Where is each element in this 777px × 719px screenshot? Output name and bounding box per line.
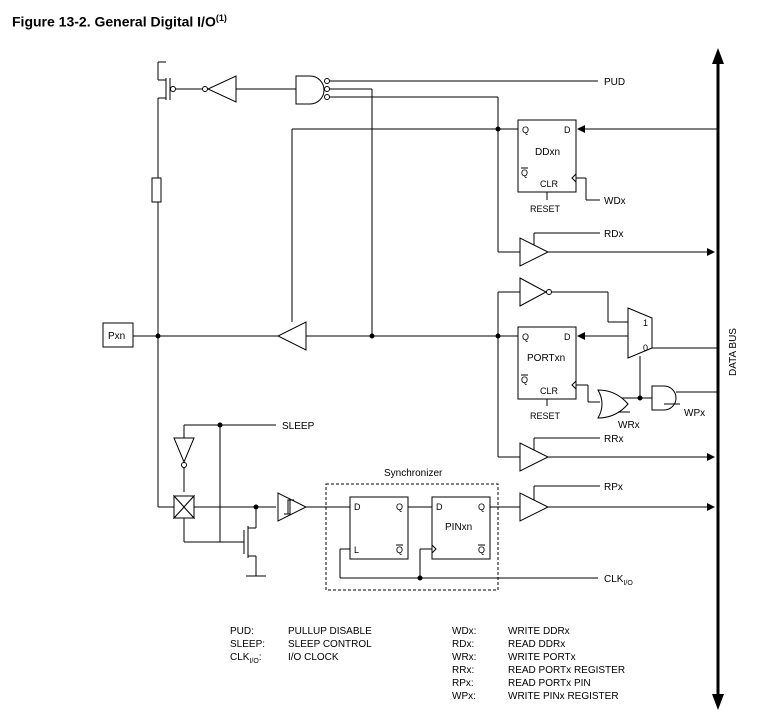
svg-text:WPx:: WPx: xyxy=(452,691,476,702)
schmitt-trigger-buffer xyxy=(277,492,308,522)
svg-text:RESET: RESET xyxy=(530,411,561,421)
pin-label: Pxn xyxy=(108,331,125,342)
svg-text:CLR: CLR xyxy=(540,386,559,396)
svg-text:Q: Q xyxy=(521,168,528,178)
sync-latch: D Q L Q xyxy=(349,496,409,560)
pullup-and-gate xyxy=(295,75,330,105)
svg-text:SLEEP CONTROL: SLEEP CONTROL xyxy=(288,639,372,650)
wpx-label: WPx xyxy=(684,408,705,419)
pullup-resistor xyxy=(151,177,162,203)
wdx-label: WDx xyxy=(604,196,626,207)
pullup-inverter xyxy=(202,75,237,103)
svg-text:PUD:: PUD: xyxy=(230,626,254,637)
svg-text:D: D xyxy=(564,125,571,135)
figure-title: Figure 13-2. General Digital I/O(1) xyxy=(12,13,227,30)
synchronizer-label: Synchronizer xyxy=(384,468,443,479)
svg-text:CLKI/O:: CLKI/O: xyxy=(230,652,262,665)
portxn-label: PORTxn xyxy=(527,353,565,364)
portx-or-gate xyxy=(597,389,629,419)
svg-text:Q: Q xyxy=(522,332,529,342)
output-buffer xyxy=(276,321,307,351)
ddxn-label: DDxn xyxy=(535,147,560,158)
wrx-label: WRx xyxy=(618,420,640,431)
svg-text:READ PORTx REGISTER: READ PORTx REGISTER xyxy=(508,665,625,676)
legend-right: WDx: WRITE DDRx RDx: READ DDRx WRx: WRIT… xyxy=(452,626,625,702)
ddxn-register: Q D DDxn Q CLR RESET xyxy=(517,119,577,214)
pud-label: PUD xyxy=(604,77,625,88)
svg-text:L: L xyxy=(354,545,359,555)
svg-text:Q: Q xyxy=(522,125,529,135)
svg-text:Q: Q xyxy=(521,375,528,385)
rpx-label: RPx xyxy=(604,482,623,493)
svg-text:WRITE DDRx: WRITE DDRx xyxy=(508,626,570,637)
data-bus: DATA BUS xyxy=(712,48,739,710)
svg-text:Q: Q xyxy=(396,545,403,555)
pin-pad: Pxn xyxy=(102,322,134,348)
svg-text:RDx:: RDx: xyxy=(452,639,474,650)
svg-text:1: 1 xyxy=(643,318,648,328)
portxn-register: Q D PORTxn Q CLR RESET xyxy=(517,326,577,421)
svg-text:SLEEP:: SLEEP: xyxy=(230,639,265,650)
figure-title-superscript: (1) xyxy=(215,13,227,23)
svg-text:READ DDRx: READ DDRx xyxy=(508,639,565,650)
sleep-transmission-gate xyxy=(172,494,196,520)
svg-text:Q: Q xyxy=(478,502,485,512)
legend-left: PUD: PULLUP DISABLE SLEEP: SLEEP CONTROL… xyxy=(230,626,372,665)
svg-text:READ PORTx PIN: READ PORTx PIN xyxy=(508,678,591,689)
sleep-label: SLEEP xyxy=(282,421,315,432)
svg-text:D: D xyxy=(564,332,571,342)
svg-text:D: D xyxy=(436,502,443,512)
svg-text:WRx:: WRx: xyxy=(452,652,476,663)
svg-text:CLR: CLR xyxy=(540,179,559,189)
toggle-inverter xyxy=(519,277,552,307)
svg-text:PULLUP DISABLE: PULLUP DISABLE xyxy=(288,626,372,637)
svg-text:D: D xyxy=(354,502,361,512)
svg-text:WDx:: WDx: xyxy=(452,626,476,637)
synchronizer: Synchronizer xyxy=(325,468,499,591)
clk-io-label: CLKI/O xyxy=(604,574,633,587)
data-bus-label: DATA BUS xyxy=(728,328,739,376)
svg-text:WRITE PINx REGISTER: WRITE PINx REGISTER xyxy=(508,691,619,702)
svg-text:I/O CLOCK: I/O CLOCK xyxy=(288,652,339,663)
svg-text:0: 0 xyxy=(643,343,648,353)
svg-text:Q: Q xyxy=(478,545,485,555)
rrx-label: RRx xyxy=(604,434,623,445)
svg-text:RPx:: RPx: xyxy=(452,678,474,689)
svg-text:WRITE PORTx: WRITE PORTx xyxy=(508,652,576,663)
pulldown-transistor xyxy=(220,504,266,577)
svg-text:Q: Q xyxy=(396,502,403,512)
svg-text:RRx:: RRx: xyxy=(452,665,474,676)
pinxn-label: PINxn xyxy=(445,522,472,533)
svg-text:RESET: RESET xyxy=(530,204,561,214)
pinxn-register: D Q PINxn Q xyxy=(431,496,491,560)
toggle-and-gate xyxy=(651,385,677,411)
portx-mux: 1 0 xyxy=(627,307,653,359)
pullup-transistor xyxy=(157,61,176,178)
rdx-label: RDx xyxy=(604,229,623,240)
sleep-inverter xyxy=(173,437,195,468)
